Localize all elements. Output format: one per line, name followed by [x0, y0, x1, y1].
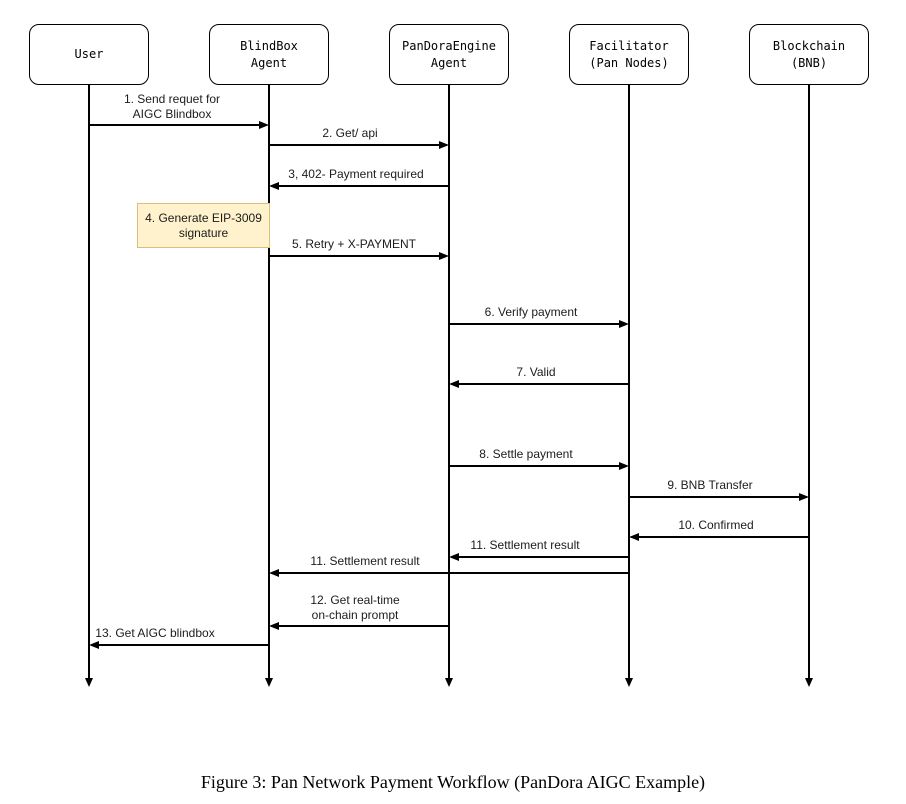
message-11b-label: 11. Settlement result	[310, 554, 420, 568]
message-8-label: 8. Settle payment	[479, 447, 573, 461]
message-8-arrowhead-icon	[619, 461, 629, 470]
message-13-label: 13. Get AIGC blindbox	[95, 626, 215, 640]
message-6-label: 6. Verify payment	[484, 305, 578, 319]
actor-pandoraengine-agent: PanDoraEngine Agent	[389, 24, 509, 85]
message-5-line	[269, 255, 440, 257]
message-10-line	[638, 536, 809, 538]
message-9-arrowhead-icon	[799, 492, 809, 501]
message-7-arrowhead-icon	[449, 379, 459, 388]
lifeline-blockchain	[808, 85, 810, 678]
lifeline-user	[88, 85, 90, 678]
lifeline-blindbox-arrow-icon	[264, 678, 273, 687]
message-6-line	[449, 323, 620, 325]
lifeline-facilitator	[628, 85, 630, 678]
lifeline-blindbox	[268, 85, 270, 678]
lifeline-pandora-arrow-icon	[444, 678, 453, 687]
lifeline-user-arrow-icon	[84, 678, 93, 687]
message-9-line	[629, 496, 800, 498]
message-2-arrowhead-icon	[439, 140, 449, 149]
message-1-label: 1. Send requet for AIGC Blindbox	[123, 92, 221, 121]
message-11a-arrowhead-icon	[449, 552, 459, 561]
message-11b-arrowhead-icon	[269, 568, 279, 577]
figure-caption: Figure 3: Pan Network Payment Workflow (…	[200, 772, 706, 792]
actor-blockchain: Blockchain (BNB)	[749, 24, 869, 85]
message-5-label: 5. Retry + X-PAYMENT	[292, 237, 416, 251]
message-10-arrowhead-icon	[629, 532, 639, 541]
message-10-label: 10. Confirmed	[678, 518, 754, 532]
lifeline-facilitator-arrow-icon	[624, 678, 633, 687]
lifeline-pandora	[448, 85, 450, 678]
message-11b-line	[278, 572, 629, 574]
actor-facilitator: Facilitator (Pan Nodes)	[569, 24, 689, 85]
message-1-line	[89, 124, 260, 126]
message-1-arrowhead-icon	[259, 120, 269, 129]
message-12-arrowhead-icon	[269, 621, 279, 630]
message-12-line	[278, 625, 449, 627]
message-7-label: 7. Valid	[516, 365, 556, 379]
lifeline-blockchain-arrow-icon	[804, 678, 813, 687]
message-8-line	[449, 465, 620, 467]
message-3-arrowhead-icon	[269, 181, 279, 190]
actor-user: User	[29, 24, 149, 85]
message-11a-line	[458, 556, 629, 558]
message-2-line	[269, 144, 440, 146]
message-13-line	[98, 644, 269, 646]
message-6-arrowhead-icon	[619, 319, 629, 328]
note-generate-signature: 4. Generate EIP-3009 signature	[137, 203, 270, 248]
message-9-label: 9. BNB Transfer	[667, 478, 753, 492]
message-7-line	[458, 383, 629, 385]
message-3-line	[278, 185, 449, 187]
message-11a-label: 11. Settlement result	[470, 538, 580, 552]
message-13-arrowhead-icon	[89, 640, 99, 649]
message-12-label: 12. Get real-time on-chain prompt	[310, 593, 400, 622]
message-3-label: 3, 402- Payment required	[288, 167, 424, 181]
message-5-arrowhead-icon	[439, 251, 449, 260]
message-2-label: 2. Get/ api	[322, 126, 378, 140]
actor-blindbox-agent: BlindBox Agent	[209, 24, 329, 85]
